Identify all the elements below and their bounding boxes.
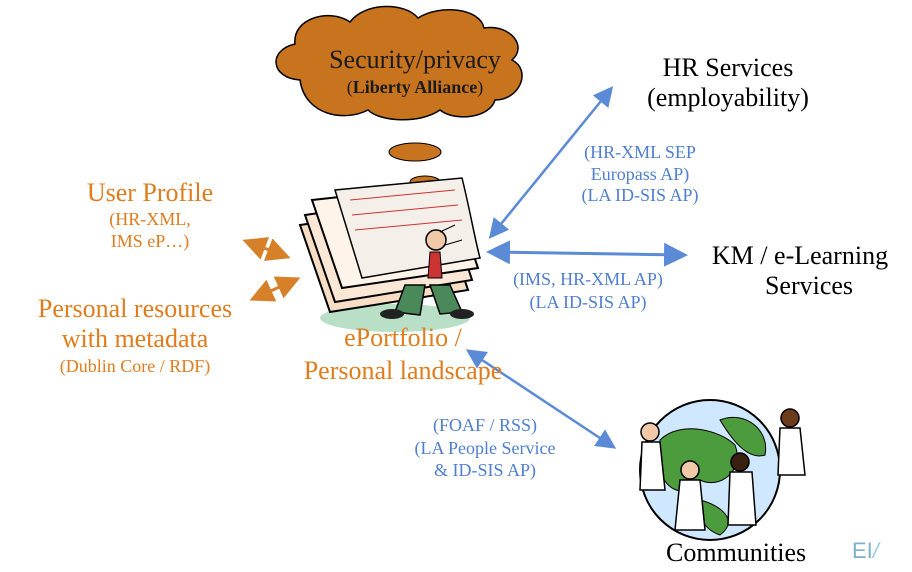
liberty-alliance-label: Liberty Alliance xyxy=(352,77,478,97)
ei-logo: EI/ xyxy=(852,538,879,563)
user-profile-label: User Profile (HR-XML, IMS eP…) xyxy=(86,178,214,252)
communities-label: Communities xyxy=(666,538,807,567)
arrow-personal-resources xyxy=(249,276,301,302)
globe-people-clipart xyxy=(639,399,806,541)
security-subtitle: (Liberty Alliance) xyxy=(346,77,484,97)
security-cloud xyxy=(275,5,523,121)
arrow-km-services xyxy=(486,240,688,267)
eportfolio-label: ePortfolio / Personal landscape xyxy=(303,323,503,385)
arrow-communities xyxy=(465,349,617,449)
hr-standards-label: (HR-XML SEP Europass AP) (LA ID-SIS AP) xyxy=(581,142,699,206)
hr-services-label: HR Services (employability) xyxy=(647,53,809,112)
arrow-hr-services xyxy=(488,86,614,239)
security-cloud-label: Security/privacy (Liberty Alliance) xyxy=(305,45,525,98)
security-title: Security/privacy xyxy=(329,45,501,74)
paper-stack-person-clipart xyxy=(298,177,481,332)
km-standards-label: (IMS, HR-XML AP) (LA ID-SIS AP) xyxy=(513,269,663,312)
arrow-user-profile xyxy=(242,237,291,261)
km-services-label: KM / e-Learning Services xyxy=(711,241,889,300)
personal-resources-label: Personal resources with metadata (Dublin… xyxy=(37,294,233,376)
communities-standards-label: (FOAF / RSS) (LA People Service & ID-SIS… xyxy=(414,415,556,480)
